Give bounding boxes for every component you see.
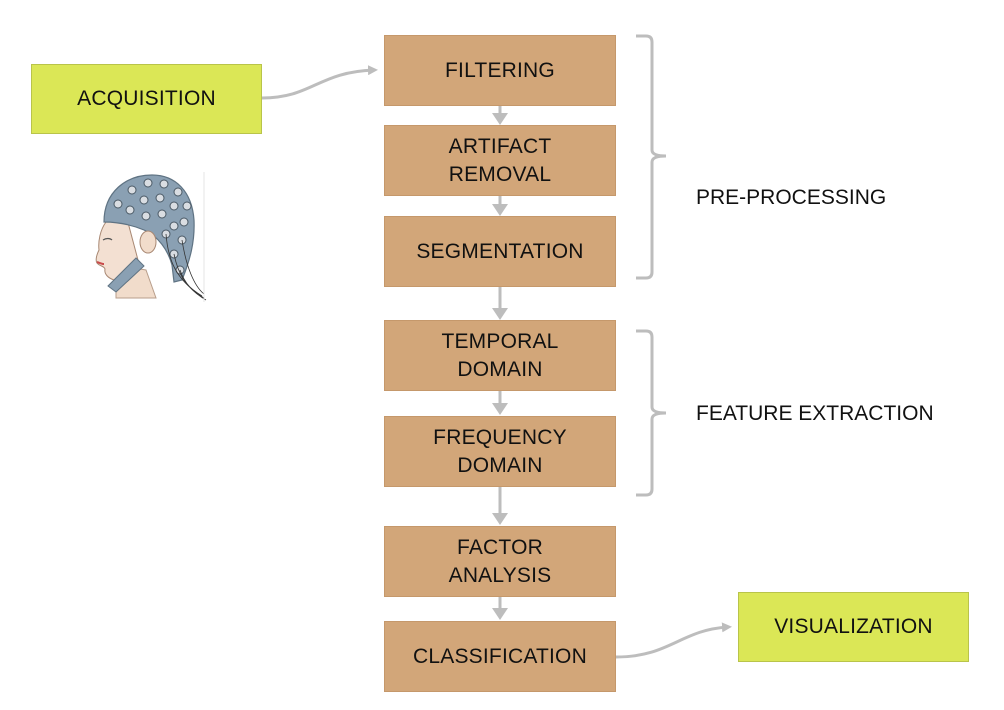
arrow-acquisition-to-filtering <box>261 65 378 100</box>
arrow-classification-to-visualization <box>615 622 732 659</box>
filtering-step: FILTERING <box>384 35 616 106</box>
frequency-domain-step: FREQUENCY DOMAIN <box>384 416 616 487</box>
classification-step: CLASSIFICATION <box>384 621 616 692</box>
pre-processing-label: PRE-PROCESSING <box>696 186 887 209</box>
temporal-domain-step: TEMPORAL DOMAIN <box>384 320 616 391</box>
arrowhead-temporal-to-frequency <box>492 403 508 415</box>
artifact-removal-step: ARTIFACT REMOVAL <box>384 125 616 196</box>
eeg-head-icon <box>95 172 207 302</box>
factor-analysis-step: FACTOR ANALYSIS <box>384 526 616 597</box>
arrowhead-factor-to-classification <box>492 608 508 620</box>
acquisition-box: ACQUISITION <box>31 64 262 134</box>
feature-extraction-label: FEATURE EXTRACTION <box>696 402 934 425</box>
visualization-box: VISUALIZATION <box>738 592 969 662</box>
segmentation-step: SEGMENTATION <box>384 216 616 287</box>
arrowhead-artifact-to-segmentation <box>492 204 508 216</box>
feature-extraction-brace <box>636 329 667 497</box>
arrowhead-filtering-to-artifact <box>492 113 508 125</box>
arrowhead-segmentation-to-temporal <box>492 308 508 320</box>
arrowhead-frequency-to-factor <box>492 513 508 525</box>
pre-processing-brace <box>636 34 667 280</box>
